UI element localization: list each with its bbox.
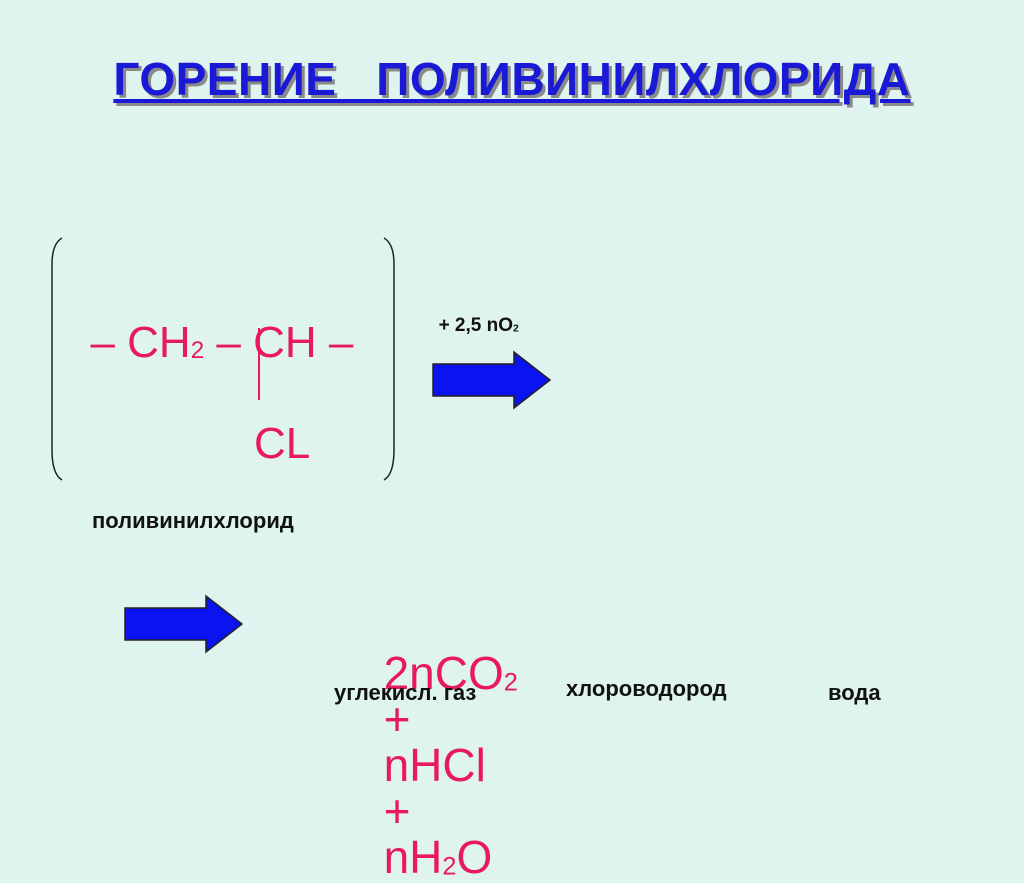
hcl-term: nHCl <box>383 739 486 791</box>
repeat-unit-brackets <box>51 237 395 481</box>
co2-subscript: 2 <box>503 668 518 697</box>
product-arrow-icon <box>124 594 244 654</box>
h2o-subscript: 2 <box>442 852 457 881</box>
co2-term: 2nCO <box>383 647 504 699</box>
reaction-arrow-icon <box>432 350 552 410</box>
plus-sign: + <box>383 785 411 837</box>
h2o-term-o: O <box>456 831 493 883</box>
oxygen-term: + 2,5 nO2 <box>438 315 519 336</box>
left-bracket <box>51 237 63 481</box>
polymer-label: поливинилхлорид <box>92 508 294 533</box>
products-equation: 2nCO2 + nHCl + nH2O <box>358 604 518 880</box>
right-bracket <box>383 237 395 481</box>
hcl-label: хлороводород <box>566 676 727 701</box>
ch2-subscript: 2 <box>190 337 205 365</box>
h2o-label: вода <box>828 680 881 705</box>
plus-sign: + <box>383 693 411 745</box>
ch-group: – CH – <box>216 318 354 367</box>
ch2-group: – CH <box>90 318 191 367</box>
bond-line <box>258 328 260 400</box>
co2-label: углекисл. газ <box>334 680 477 705</box>
monomer-chain: – CH2 – CH – <box>66 277 353 365</box>
chlorine-branch: CL <box>254 419 311 468</box>
slide-title: ГОРЕНИЕ ПОЛИВИНИЛХЛОРИДА <box>113 53 911 105</box>
h2o-term-h: nH <box>383 831 443 883</box>
